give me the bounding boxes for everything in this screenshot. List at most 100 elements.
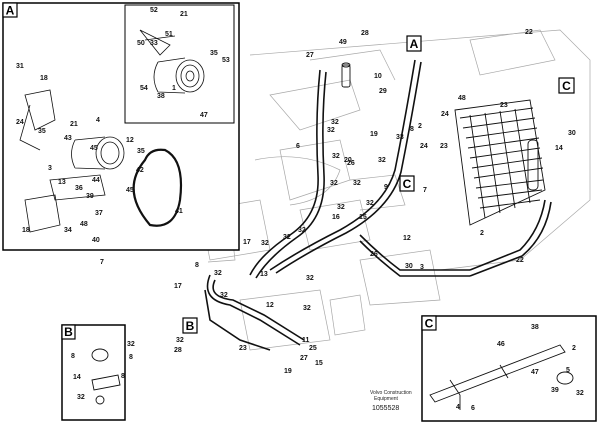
callout-main-27: 7 bbox=[423, 187, 427, 194]
callout-main-56: 28 bbox=[174, 347, 182, 354]
callout-a-detail-7: 35 bbox=[210, 50, 218, 57]
callout-a-detail-27: 39 bbox=[86, 193, 94, 200]
marker-a: A bbox=[406, 35, 422, 52]
callout-main-50: 11 bbox=[302, 337, 310, 344]
callout-a-detail-3: 21 bbox=[180, 11, 188, 18]
callout-a-detail-9: 54 bbox=[140, 85, 148, 92]
callout-main-9: 2 bbox=[418, 123, 422, 130]
callout-a-detail-15: 21 bbox=[70, 121, 78, 128]
callout-main-18: 20 bbox=[344, 157, 352, 164]
callout-main-8: 23 bbox=[500, 102, 508, 109]
callout-main-11: 24 bbox=[441, 111, 449, 118]
callout-a-detail-1: 18 bbox=[40, 75, 48, 82]
callout-main-23: 32 bbox=[330, 180, 338, 187]
callout-a-detail-33: 48 bbox=[80, 221, 88, 228]
callout-a-detail-19: 12 bbox=[126, 137, 134, 144]
callout-main-1: 49 bbox=[339, 39, 347, 46]
panel-b-tag-box bbox=[61, 324, 76, 340]
callout-main-47: 23 bbox=[239, 345, 247, 352]
callout-main-39: 7 bbox=[100, 259, 104, 266]
footer-drawing-id: 1055528 bbox=[372, 405, 399, 412]
callout-b-detail-5: 32 bbox=[77, 394, 85, 401]
callout-main-52: 3 bbox=[420, 264, 424, 271]
callout-main-42: 32 bbox=[214, 270, 222, 277]
marker-c-mid: C bbox=[399, 175, 415, 192]
callout-a-detail-12: 47 bbox=[200, 112, 208, 119]
callout-a-detail-32: 37 bbox=[95, 210, 103, 217]
callout-a-detail-25: 44 bbox=[92, 177, 100, 184]
callout-main-26: 24 bbox=[420, 143, 428, 150]
callout-main-32: 26 bbox=[370, 251, 378, 258]
callout-a-detail-10: 38 bbox=[157, 93, 165, 100]
detail-panel-b bbox=[61, 324, 126, 421]
callout-a-detail-23: 13 bbox=[58, 179, 66, 186]
callout-main-28: 32 bbox=[337, 204, 345, 211]
callout-a-detail-11: 1 bbox=[172, 85, 176, 92]
callout-main-58: 22 bbox=[516, 257, 524, 264]
callout-c-detail-8: 6 bbox=[471, 405, 475, 412]
callout-a-detail-14: 35 bbox=[38, 128, 46, 135]
callout-main-21: 23 bbox=[440, 143, 448, 150]
callout-main-30: 16 bbox=[332, 214, 340, 221]
callout-a-detail-0: 31 bbox=[16, 63, 24, 70]
receiver-drier-drawing bbox=[341, 62, 351, 88]
callout-a-detail-21: 42 bbox=[136, 167, 144, 174]
callout-main-43: 17 bbox=[174, 283, 182, 290]
callout-main-57: 32 bbox=[176, 337, 184, 344]
callout-main-31: 15 bbox=[359, 214, 367, 221]
callout-main-48: 25 bbox=[309, 345, 317, 352]
callout-main-36: 32 bbox=[261, 240, 269, 247]
callout-a-detail-20: 35 bbox=[137, 148, 145, 155]
detail-panel-c bbox=[421, 315, 597, 422]
callout-main-2: 28 bbox=[361, 30, 369, 37]
callout-main-25: 8 bbox=[410, 126, 414, 133]
callout-a-detail-26: 45 bbox=[126, 187, 134, 194]
drive-belt-inner bbox=[137, 153, 178, 222]
callout-main-51: 27 bbox=[300, 355, 308, 362]
detail-panel-a-inset bbox=[124, 4, 235, 124]
callout-main-46: 12 bbox=[266, 302, 274, 309]
callout-c-detail-2: 2 bbox=[572, 345, 576, 352]
panel-c-tag-box bbox=[421, 315, 437, 331]
callout-b-detail-4: 8 bbox=[121, 373, 125, 380]
callout-main-29: 32 bbox=[366, 200, 374, 207]
callout-main-0: 27 bbox=[306, 52, 314, 59]
callout-a-detail-2: 52 bbox=[150, 7, 158, 14]
callout-main-10: 33 bbox=[396, 134, 404, 141]
callout-main-24: 32 bbox=[353, 180, 361, 187]
callout-main-34: 32 bbox=[283, 234, 291, 241]
svg-text:B: B bbox=[186, 319, 195, 333]
callout-a-detail-4: 50 bbox=[137, 40, 145, 47]
callout-main-22: 14 bbox=[555, 145, 563, 152]
callout-main-12: 30 bbox=[568, 130, 576, 137]
callout-b-detail-2: 8 bbox=[129, 354, 133, 361]
callout-a-detail-18: 4 bbox=[96, 117, 100, 124]
callout-a-detail-17: 45 bbox=[90, 145, 98, 152]
callout-main-16: 6 bbox=[296, 143, 300, 150]
callout-main-14: 19 bbox=[370, 131, 378, 138]
callout-c-detail-5: 39 bbox=[551, 387, 559, 394]
callout-a-detail-29: 18 bbox=[22, 227, 30, 234]
bracket-drawing-c bbox=[429, 344, 574, 410]
marker-b: B bbox=[182, 317, 198, 334]
callout-main-41: 32 bbox=[306, 275, 314, 282]
footer-company-line1: Volvo Construction bbox=[370, 390, 412, 396]
drive-belt bbox=[132, 148, 183, 227]
callout-a-detail-24: 36 bbox=[75, 185, 83, 192]
svg-text:A: A bbox=[410, 37, 419, 51]
callout-main-40: 13 bbox=[260, 271, 268, 278]
callout-c-detail-4: 5 bbox=[566, 367, 570, 374]
callout-main-38: 8 bbox=[195, 262, 199, 269]
svg-text:C: C bbox=[562, 79, 571, 93]
callout-a-detail-31: 40 bbox=[92, 237, 100, 244]
callout-c-detail-0: 38 bbox=[531, 324, 539, 331]
callout-a-detail-13: 24 bbox=[16, 119, 24, 126]
panel-a-tag-box bbox=[2, 2, 18, 18]
callout-main-53: 19 bbox=[284, 368, 292, 375]
callout-main-7: 48 bbox=[458, 95, 466, 102]
clamp-drawing-b bbox=[91, 348, 121, 405]
callout-a-detail-22: 3 bbox=[48, 165, 52, 172]
